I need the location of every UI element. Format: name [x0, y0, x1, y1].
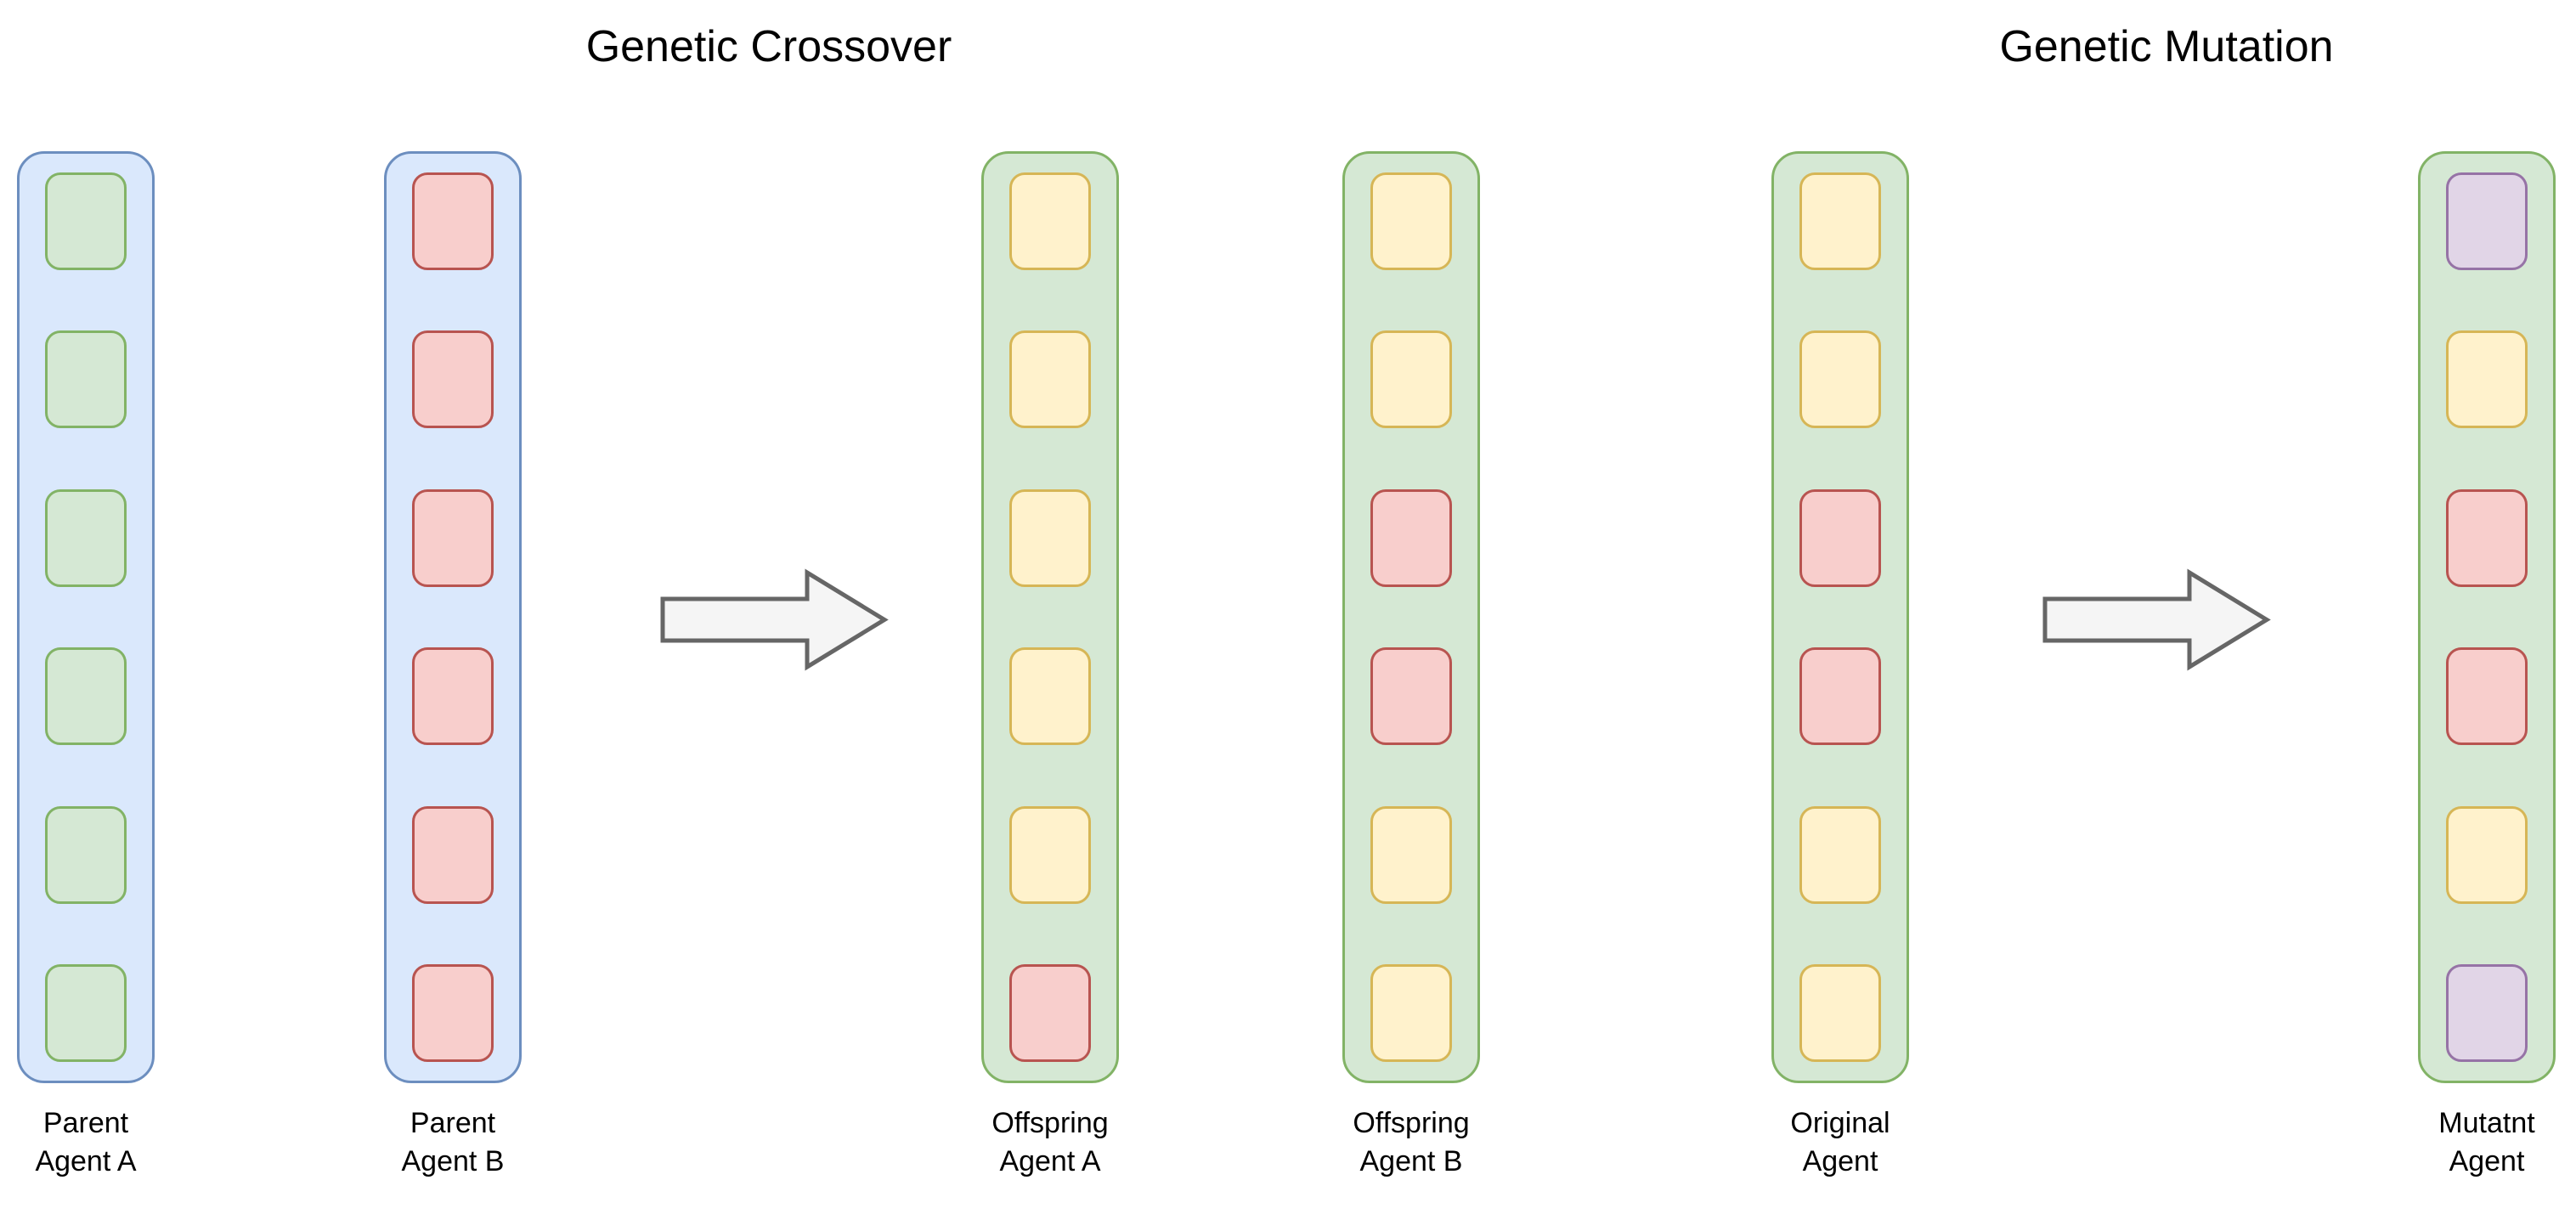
crossover-title: Genetic Crossover [585, 22, 952, 71]
gene-block[interactable] [412, 805, 494, 904]
gene-block[interactable] [1009, 805, 1091, 904]
gene-block[interactable] [1370, 330, 1452, 429]
gene-block[interactable] [1370, 172, 1452, 270]
agent-caption-offspring-agent-a: Offspring Agent A [991, 1107, 1109, 1177]
gene-block[interactable] [2446, 805, 2528, 904]
gene-block[interactable] [2446, 647, 2528, 746]
agent-column-parent-agent-a[interactable] [17, 151, 155, 1083]
gene-block[interactable] [1799, 963, 1881, 1062]
gene-block[interactable] [45, 963, 127, 1062]
agent-caption-parent-agent-b: Parent Agent B [401, 1107, 505, 1177]
agent-column-original-agent[interactable] [1771, 151, 1909, 1083]
agent-caption-parent-agent-a: Parent Agent A [35, 1107, 137, 1177]
gene-block[interactable] [412, 330, 494, 429]
gene-block[interactable] [412, 963, 494, 1062]
gene-block[interactable] [45, 488, 127, 587]
mutation-arrow-icon [2042, 568, 2271, 671]
gene-block[interactable] [1799, 330, 1881, 429]
agent-column-offspring-agent-a[interactable] [981, 151, 1119, 1083]
agent-caption-original-agent: Original Agent [1790, 1107, 1890, 1177]
gene-block[interactable] [2446, 330, 2528, 429]
gene-block[interactable] [45, 647, 127, 746]
mutation-title: Genetic Mutation [1999, 22, 2334, 71]
gene-block[interactable] [412, 647, 494, 746]
gene-block[interactable] [45, 805, 127, 904]
gene-block[interactable] [2446, 963, 2528, 1062]
agent-column-parent-agent-b[interactable] [384, 151, 522, 1083]
gene-block[interactable] [1370, 647, 1452, 746]
gene-block[interactable] [2446, 488, 2528, 587]
gene-block[interactable] [1009, 330, 1091, 429]
gene-block[interactable] [1370, 963, 1452, 1062]
gene-block[interactable] [1799, 488, 1881, 587]
gene-block[interactable] [1009, 963, 1091, 1062]
gene-block[interactable] [1370, 488, 1452, 587]
gene-block[interactable] [1009, 172, 1091, 270]
gene-block[interactable] [412, 172, 494, 270]
gene-block[interactable] [1799, 172, 1881, 270]
gene-block[interactable] [1009, 647, 1091, 746]
gene-block[interactable] [45, 330, 127, 429]
gene-block[interactable] [45, 172, 127, 270]
agent-column-mutant-agent[interactable] [2418, 151, 2556, 1083]
gene-block[interactable] [1799, 647, 1881, 746]
agent-caption-offspring-agent-b: Offspring Agent B [1353, 1107, 1470, 1177]
gene-block[interactable] [412, 488, 494, 587]
agent-caption-mutant-agent: Mutatnt Agent [2438, 1107, 2535, 1177]
gene-block[interactable] [2446, 172, 2528, 270]
gene-block[interactable] [1009, 488, 1091, 587]
gene-block[interactable] [1370, 805, 1452, 904]
gene-block[interactable] [1799, 805, 1881, 904]
crossover-arrow-icon [660, 568, 889, 671]
agent-column-offspring-agent-b[interactable] [1342, 151, 1480, 1083]
